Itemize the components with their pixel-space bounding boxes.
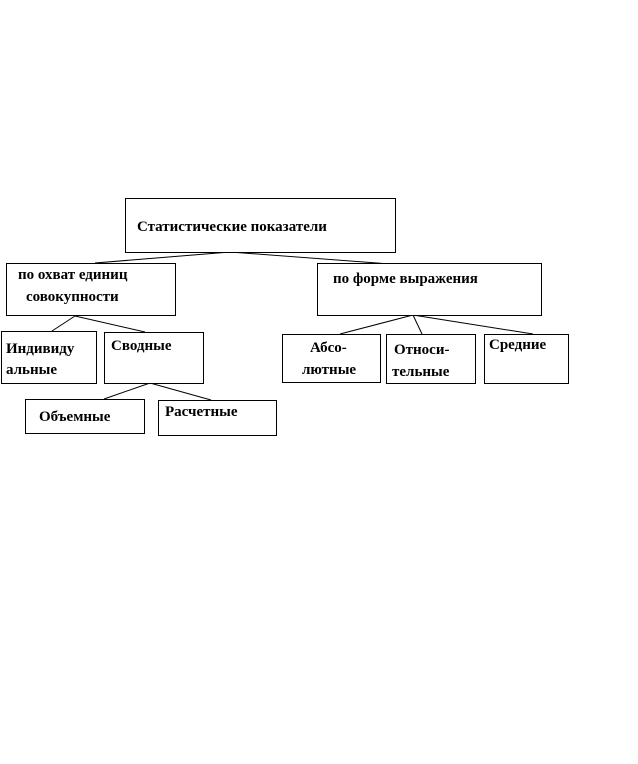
edge-root-form: [229, 251, 391, 265]
node-label-line2: альные: [6, 362, 57, 378]
edge-form-absolute: [339, 314, 414, 335]
node-calculated: Расчетные: [158, 400, 277, 436]
node-label-line1: Относи-: [394, 342, 450, 358]
node-summary: Сводные: [104, 332, 204, 384]
node-label: Средние: [489, 337, 547, 353]
node-label: Сводные: [111, 338, 172, 354]
edge-coverage-individual: [51, 315, 76, 332]
edge-summary-volume: [103, 382, 151, 400]
node-volume: Объемные: [25, 399, 145, 434]
edge-summary-calculated: [149, 382, 212, 401]
edge-root-coverage: [94, 251, 231, 264]
node-average: Средние: [484, 334, 569, 384]
node-absolute: Абсо- лютные: [282, 334, 381, 383]
node-label: Статистические показатели: [137, 219, 327, 235]
node-relative: Относи- тельные: [386, 334, 476, 384]
node-label: Расчетные: [165, 404, 238, 420]
node-label-line2: совокупности: [26, 289, 119, 305]
node-by-coverage: по охват единиц совокупности: [6, 263, 176, 316]
edge-form-relative: [412, 314, 423, 335]
node-label-line1: по охват единиц: [18, 267, 128, 283]
node-statistical-indicators: Статистические показатели: [125, 198, 396, 253]
node-label: Объемные: [39, 409, 111, 425]
node-individual: Индивиду альные: [1, 331, 97, 384]
node-label-line1: Индивиду: [6, 341, 75, 357]
node-by-form: по форме выражения: [317, 263, 542, 316]
edge-form-average: [412, 314, 534, 335]
node-label-line2: лютные: [302, 362, 357, 378]
node-label: по форме выражения: [333, 271, 478, 287]
node-label-line1: Абсо-: [310, 340, 347, 356]
edge-coverage-summary: [74, 315, 146, 333]
node-label-line2: тельные: [392, 364, 450, 380]
